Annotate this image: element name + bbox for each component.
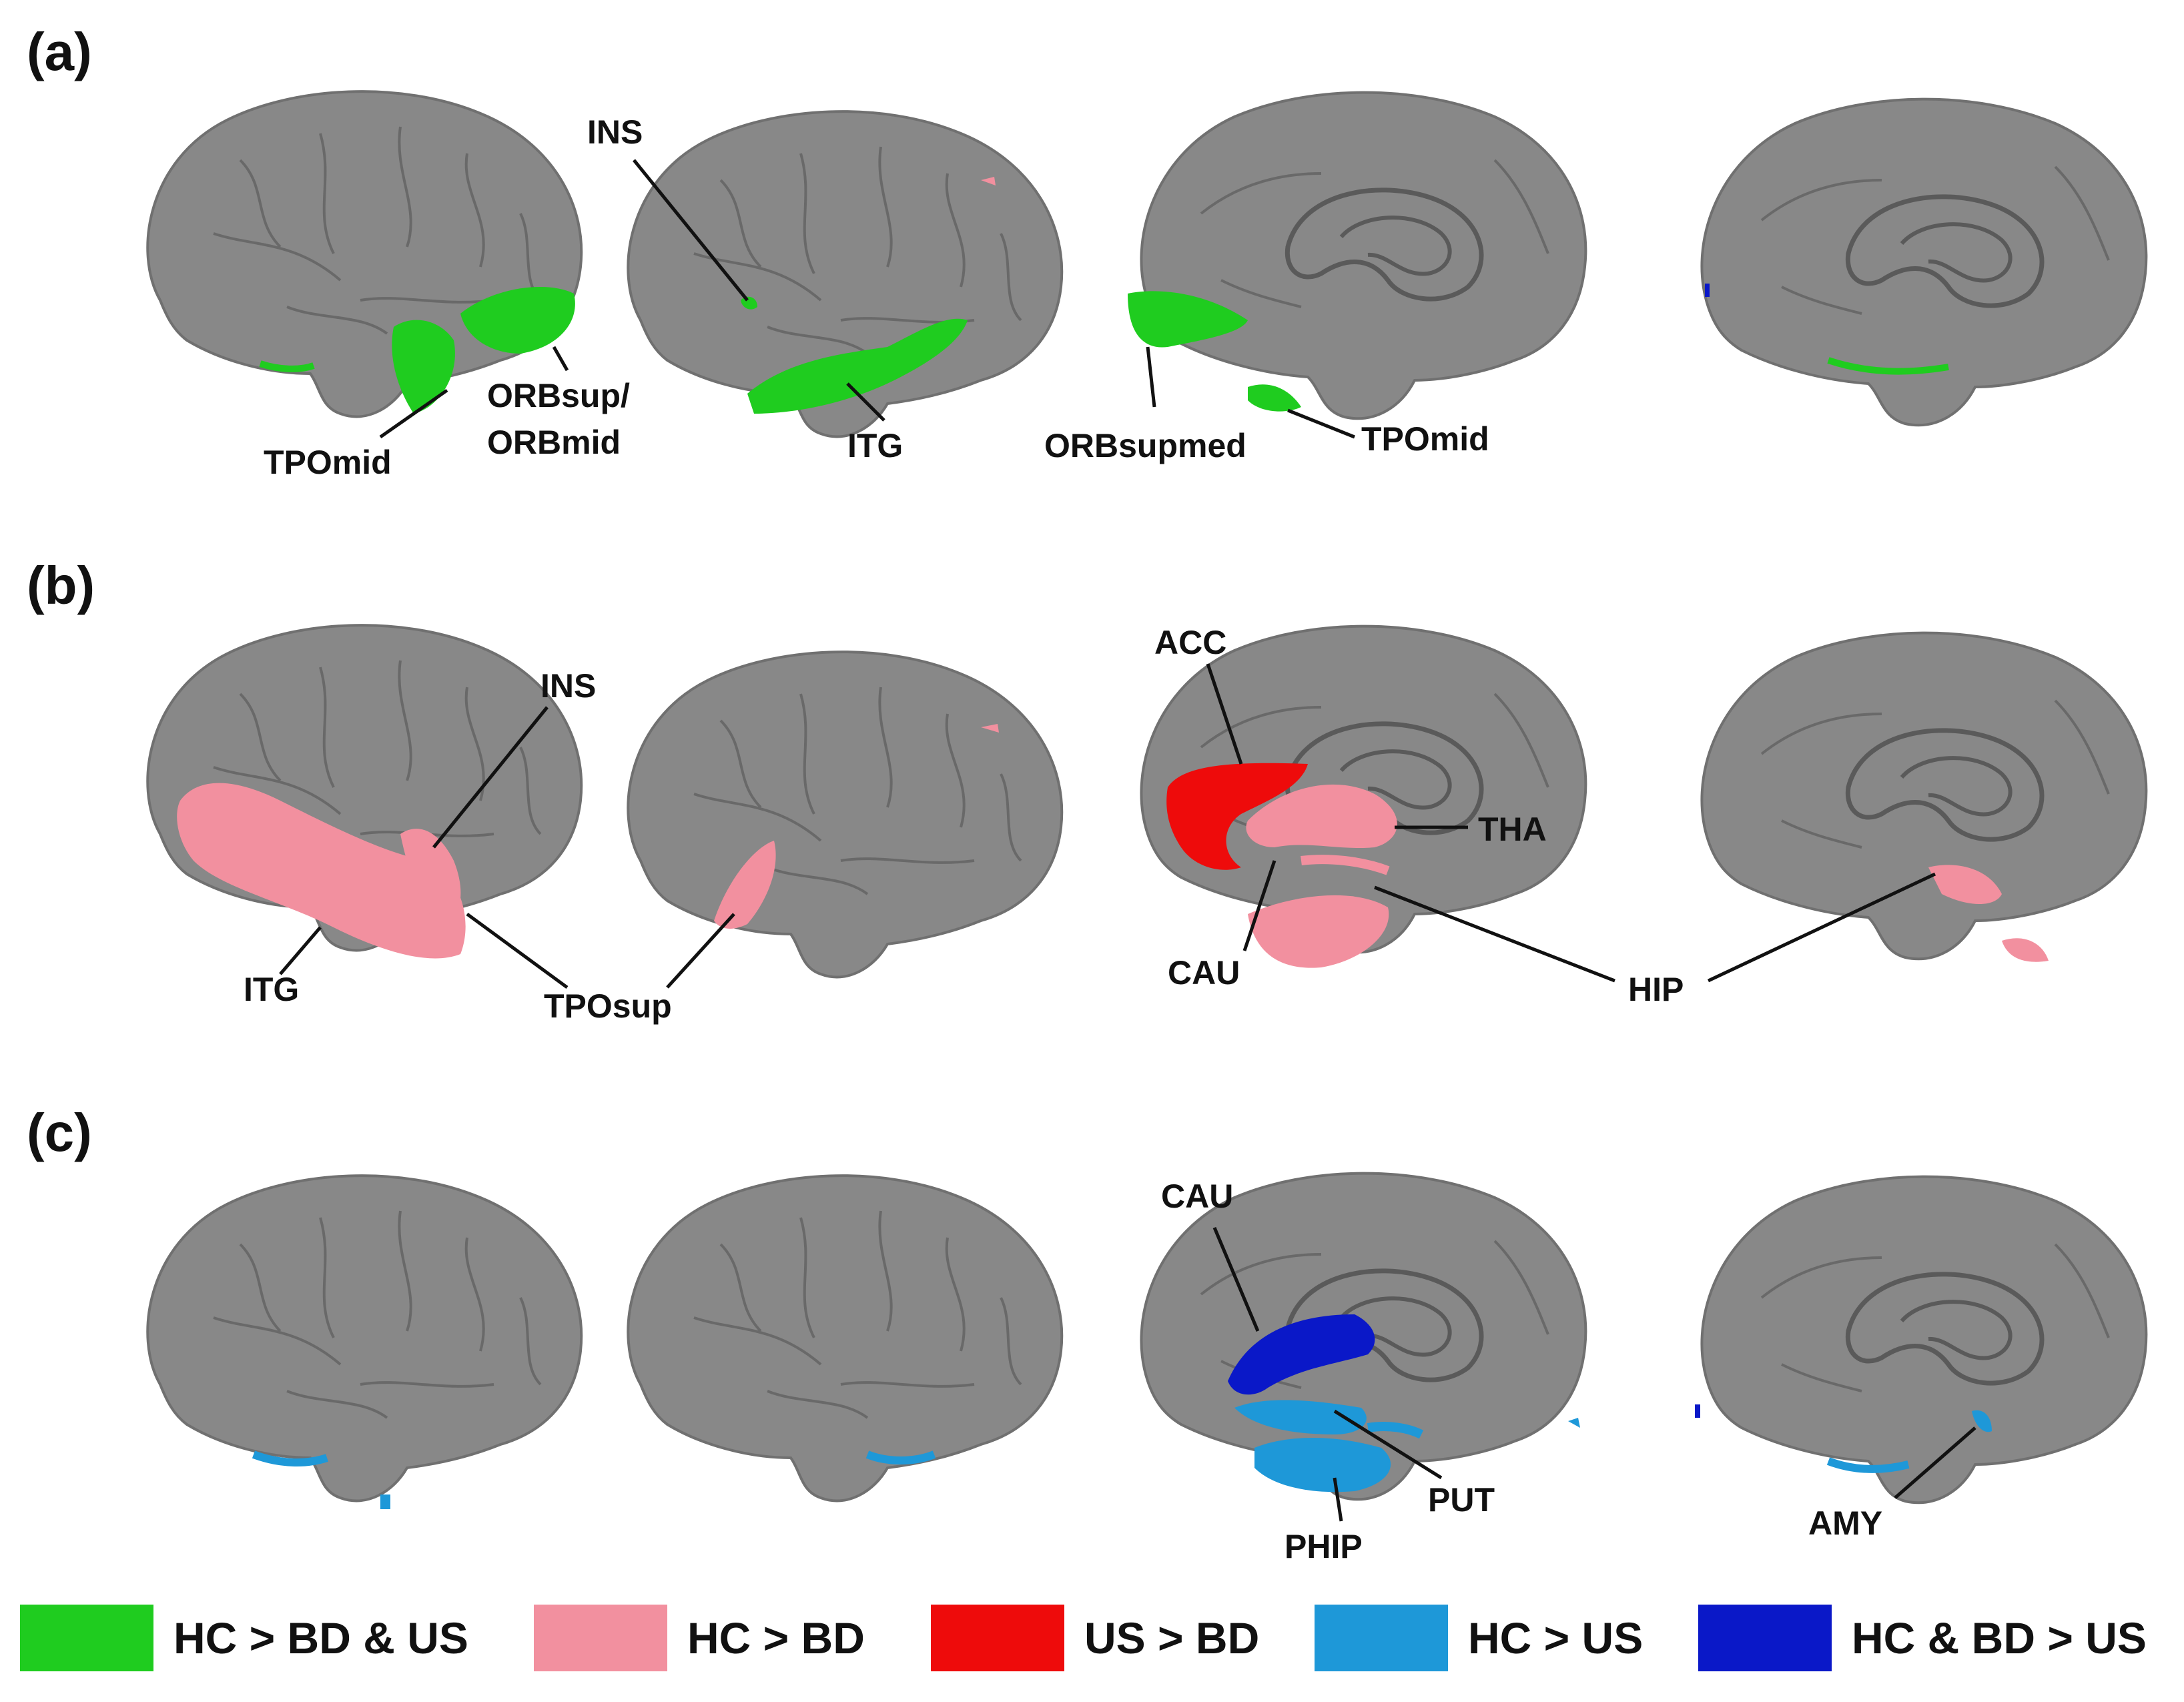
region-orbsupmed-a3 xyxy=(1128,291,1248,348)
legend-swatch-pink xyxy=(534,1605,667,1671)
panel-c: (c) CAU PUT PHIP AMY xyxy=(27,1103,2146,1565)
annot-a-tpomid-left: TPOmid xyxy=(264,444,392,481)
legend-item-hc-gt-bd: HC > BD xyxy=(534,1601,865,1675)
region-itg-a2 xyxy=(747,318,968,414)
brain-c2 xyxy=(627,1174,1064,1503)
annot-c-put: PUT xyxy=(1428,1481,1495,1519)
legend-label: HC > BD xyxy=(687,1613,865,1663)
brain-a4 xyxy=(1702,99,2146,426)
legend-item-hc-gt-bd-us: HC > BD & US xyxy=(20,1601,468,1675)
legend-label: HC & BD > US xyxy=(1852,1613,2147,1663)
legend-swatch-darkblue xyxy=(1698,1605,1832,1671)
legend-item-us-gt-bd: US > BD xyxy=(931,1601,1259,1675)
brain-a1 xyxy=(146,90,583,418)
annot-a-itg: ITG xyxy=(847,427,903,464)
legend-item-hc-bd-gt-us: HC & BD > US xyxy=(1698,1601,2147,1675)
annot-a-ins: INS xyxy=(587,113,643,151)
legend-swatch-lightblue xyxy=(1315,1605,1448,1671)
annot-b-tha: THA xyxy=(1478,811,1547,848)
annot-a-orbsup: ORBsup/ xyxy=(487,377,630,414)
annot-a-tpomid-right: TPOmid xyxy=(1361,420,1489,458)
annot-c-amy: AMY xyxy=(1808,1505,1882,1542)
annot-b-cau: CAU xyxy=(1168,954,1240,991)
legend-swatch-green xyxy=(20,1605,153,1671)
region-cau-c3 xyxy=(1228,1314,1375,1395)
legend-label: HC > US xyxy=(1468,1613,1644,1663)
annot-b-ins: INS xyxy=(540,667,596,705)
legend-item-hc-gt-us: HC > US xyxy=(1315,1601,1643,1675)
panel-a: (a) INS TPOmid ORBsup/ ORBmid xyxy=(27,22,2146,481)
region-put-c3 xyxy=(1234,1400,1367,1434)
region-itg-b1 xyxy=(177,783,466,959)
annot-b-hip: HIP xyxy=(1628,971,1684,1008)
region-acc-b3 xyxy=(1166,763,1308,870)
panel-c-label: (c) xyxy=(27,1103,92,1162)
annot-a-orbmid: ORBmid xyxy=(487,424,621,461)
region-phip-c3 xyxy=(1254,1438,1391,1493)
region-ins-b1 xyxy=(400,829,461,927)
brain-c1 xyxy=(146,1174,583,1503)
legend-label: US > BD xyxy=(1084,1613,1260,1663)
brain-a3 xyxy=(1141,93,1585,419)
annot-c-phip: PHIP xyxy=(1285,1528,1363,1565)
panel-b-label: (b) xyxy=(27,556,95,615)
annot-a-orbsupmed: ORBsupmed xyxy=(1044,427,1246,464)
brain-b2 xyxy=(627,651,1064,979)
brain-c4 xyxy=(1702,1177,2146,1503)
region-hip-b4 xyxy=(1928,865,2002,904)
brain-b4 xyxy=(1702,633,2146,959)
panel-a-label: (a) xyxy=(27,22,92,81)
region-orbsup-a1 xyxy=(460,287,575,354)
legend-label: HC > BD & US xyxy=(173,1613,468,1663)
annot-c-cau: CAU xyxy=(1161,1178,1233,1215)
region-tha-b3 xyxy=(1246,784,1397,849)
region-amy-c4 xyxy=(1972,1410,1992,1432)
annot-b-itg: ITG xyxy=(244,971,299,1008)
region-tpomid-a3 xyxy=(1248,384,1301,412)
legend-swatch-red xyxy=(931,1605,1064,1671)
region-hip-b3 xyxy=(1248,895,1389,968)
annot-b-acc: ACC xyxy=(1154,624,1226,661)
region-tpomid-a1 xyxy=(392,320,455,414)
annot-b-tposup: TPOsup xyxy=(544,987,672,1025)
legend: HC > BD & US HC > BD US > BD HC > US HC … xyxy=(0,1601,2184,1701)
region-tposup-b2 xyxy=(714,841,776,929)
panel-b: (b) INS ITG TPOsup ACC THA xyxy=(27,556,2146,1025)
